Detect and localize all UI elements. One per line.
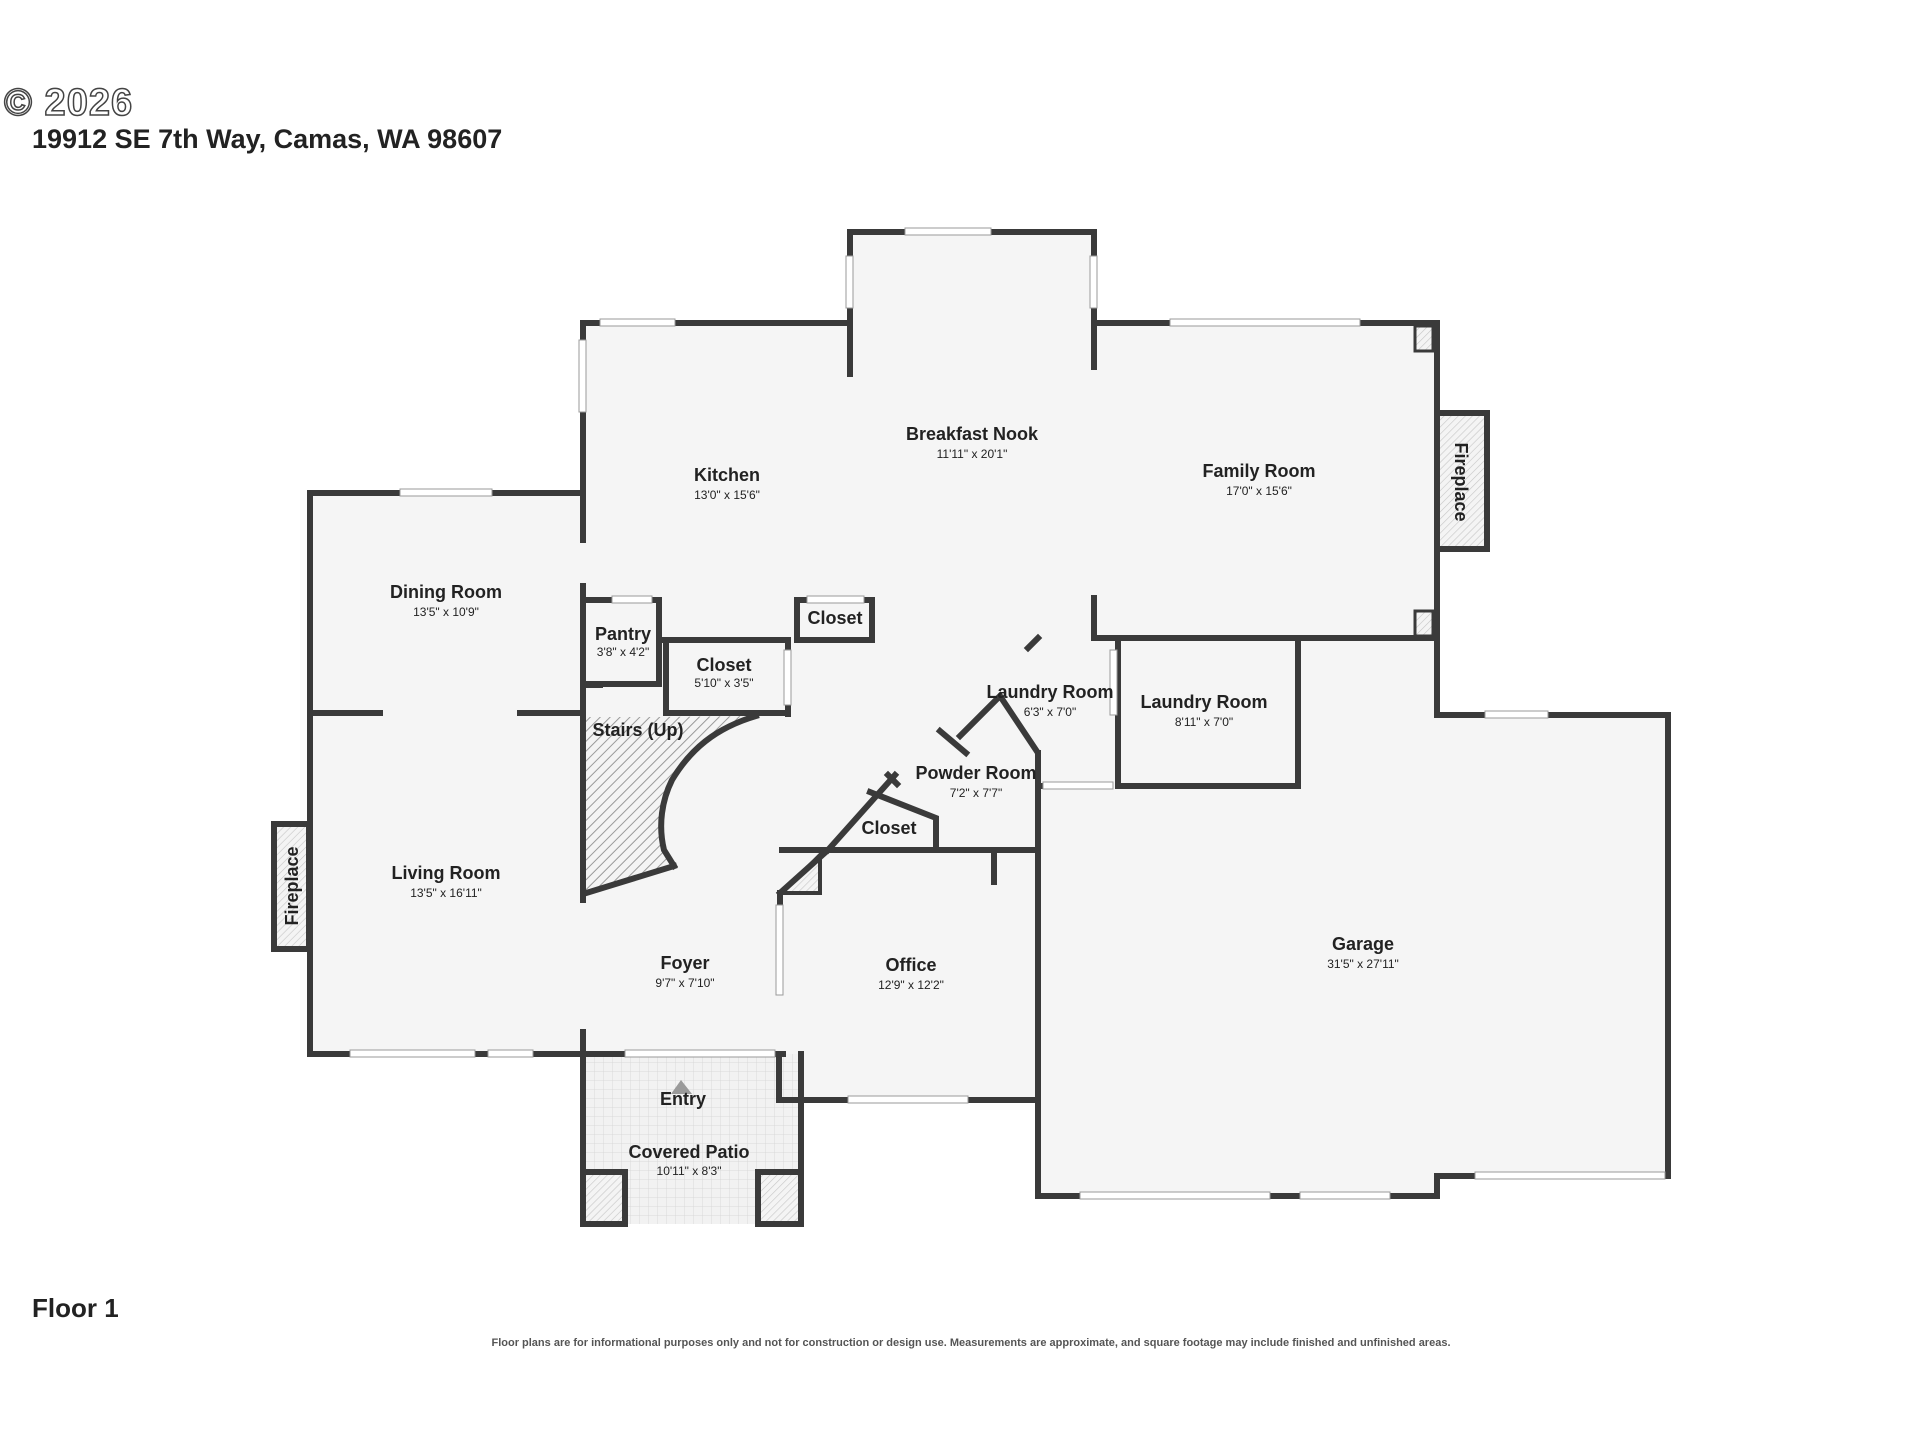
- room-label-office: Office: [885, 955, 936, 975]
- room-dims-pantry: 3'8" x 4'2": [597, 645, 649, 659]
- room-label-powder-room: Powder Room: [915, 763, 1036, 783]
- room-label-family-room: Family Room: [1202, 461, 1315, 481]
- window: [845, 255, 854, 309]
- window: [1484, 710, 1549, 719]
- room-label-dining-room: Dining Room: [390, 582, 502, 602]
- window: [487, 1049, 534, 1058]
- door-opening: [775, 904, 784, 996]
- room-label-fireplace-living: Fireplace: [282, 846, 302, 925]
- door-opening: [611, 595, 653, 604]
- column-top: [1413, 324, 1435, 353]
- door-opening: [783, 649, 792, 706]
- room-label-garage: Garage: [1332, 934, 1394, 954]
- window: [578, 339, 587, 413]
- room-dims-covered-patio: 10'11" x 8'3": [657, 1164, 722, 1178]
- room-label-laundry-room-2: Laundry Room: [1140, 692, 1267, 712]
- room-dims-foyer: 9'7" x 7'10": [655, 976, 714, 990]
- window: [599, 318, 676, 327]
- door-opening: [806, 595, 865, 604]
- room-label-pantry: Pantry: [595, 624, 651, 644]
- fireplace-family-box: [1434, 410, 1490, 552]
- patio-post-right: [755, 1169, 804, 1227]
- room-label-entry: Entry: [660, 1089, 706, 1109]
- room-dims-dining-room: 13'5" x 10'9": [413, 605, 479, 619]
- room-dims-living-room: 13'5" x 16'11": [410, 886, 482, 900]
- window: [1474, 1171, 1666, 1180]
- room-labels: Breakfast Nook 11'11" x 20'1" Kitchen 13…: [282, 424, 1471, 1178]
- copyright-watermark: © 2026: [3, 81, 134, 125]
- room-dims-office: 12'9" x 12'2": [878, 978, 944, 992]
- room-dims-laundry-room-1: 6'3" x 7'0": [1024, 705, 1076, 719]
- entry-arrow-icon: [671, 1080, 692, 1094]
- room-label-covered-patio: Covered Patio: [628, 1142, 749, 1162]
- window: [1079, 1191, 1271, 1200]
- room-dims-closet-hall: 5'10" x 3'5": [694, 676, 753, 690]
- room-label-kitchen: Kitchen: [694, 465, 760, 485]
- patio-post-left: [580, 1169, 628, 1227]
- fireplace-living-box: [271, 821, 312, 952]
- door-opening: [624, 1049, 776, 1058]
- room-dims-laundry-room-2: 8'11" x 7'0": [1175, 715, 1233, 729]
- room-dims-kitchen: 13'0" x 15'6": [694, 488, 760, 502]
- room-label-closet-kitchen: Closet: [807, 608, 862, 628]
- room-dims-garage: 31'5" x 27'11": [1327, 957, 1399, 971]
- window: [399, 488, 493, 497]
- disclaimer-text: Floor plans are for informational purpos…: [491, 1337, 1451, 1349]
- window: [349, 1049, 476, 1058]
- door-opening: [1109, 649, 1118, 716]
- room-dims-powder-room: 7'2" x 7'7": [950, 786, 1002, 800]
- door-opening: [1042, 781, 1114, 790]
- floor-label: Floor 1: [32, 1293, 119, 1323]
- room-label-closet-powder: Closet: [861, 818, 916, 838]
- room-label-fireplace-family: Fireplace: [1451, 442, 1471, 521]
- property-address: 19912 SE 7th Way, Camas, WA 98607: [32, 124, 503, 154]
- window: [847, 1095, 969, 1104]
- room-label-living-room: Living Room: [392, 863, 501, 883]
- room-label-foyer: Foyer: [660, 953, 709, 973]
- window: [1299, 1191, 1391, 1200]
- room-label-closet-hall: Closet: [696, 655, 751, 675]
- window: [1089, 255, 1098, 309]
- windows: [349, 227, 1666, 1200]
- house-floor-area: [310, 232, 1668, 1224]
- stairs-area: [586, 716, 756, 894]
- room-label-breakfast-nook: Breakfast Nook: [906, 424, 1039, 444]
- hatched-elements: [271, 324, 1490, 1227]
- column-bottom: [1413, 609, 1435, 638]
- window: [1169, 318, 1361, 327]
- room-label-stairs: Stairs (Up): [592, 720, 683, 740]
- room-dims-family-room: 17'0" x 15'6": [1226, 484, 1292, 498]
- window: [904, 227, 992, 236]
- room-dims-breakfast-nook: 11'11" x 20'1": [937, 447, 1008, 461]
- room-label-laundry-room-1: Laundry Room: [986, 682, 1113, 702]
